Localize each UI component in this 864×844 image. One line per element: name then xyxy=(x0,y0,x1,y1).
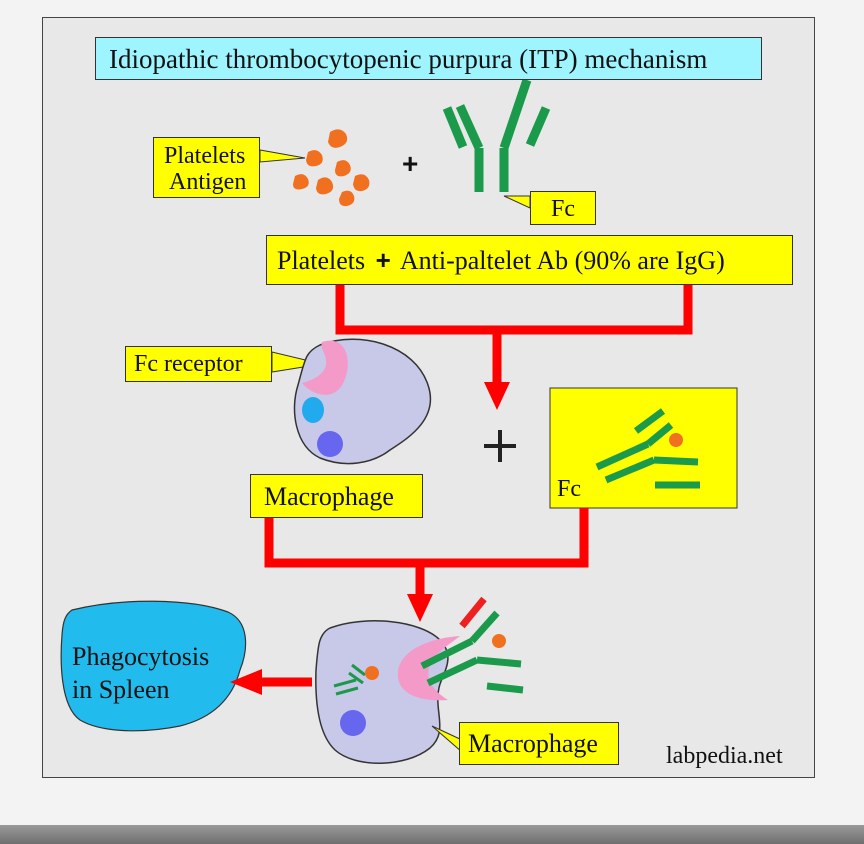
bound-antibody-icon xyxy=(420,610,524,694)
ingested-platelet xyxy=(365,666,379,680)
platelets-antigen-line-1: Platelets xyxy=(164,143,246,169)
page-title: Idiopathic thrombocytopenic purpura (ITP… xyxy=(109,44,708,74)
fc-receptor-label-text: Fc receptor xyxy=(134,351,243,377)
complex-plus-text: + xyxy=(375,245,391,275)
red-antibody-fragment xyxy=(459,596,487,629)
nucleus-bottom xyxy=(340,710,366,736)
arrow-head-down-2 xyxy=(407,594,433,622)
phagocytosis-label: Phagocytosis in Spleen xyxy=(72,640,209,706)
antibody-complex-icon-right xyxy=(595,408,700,489)
bottom-scrollbar-bar xyxy=(0,825,864,844)
macrophage-label-bottom-text: Macrophage xyxy=(468,729,598,758)
complex-antibody-text: Anti-paltelet Ab (90% are IgG) xyxy=(399,246,725,275)
phagocytosis-line-2: in Spleen xyxy=(72,675,170,704)
macrophage-label-bottom: Macrophage xyxy=(459,722,619,765)
connector-top xyxy=(335,285,693,385)
platelet-4 xyxy=(293,174,309,190)
complex-label-box: Platelets + Anti-paltelet Ab (90% are Ig… xyxy=(266,235,793,285)
complex-platelets-text: Platelets xyxy=(277,246,366,275)
platelets-callout-pointer xyxy=(259,149,306,163)
platelet-1 xyxy=(328,129,348,148)
fc-receptor-callout-pointer xyxy=(271,351,323,373)
arrow-head-left xyxy=(230,669,262,695)
fc-label-right: Fc xyxy=(557,476,581,502)
plus-icon-large xyxy=(484,430,516,462)
fc-receptor-bound-pink xyxy=(397,636,460,701)
spleen-shape xyxy=(60,600,247,732)
fc-top-callout-pointer xyxy=(503,195,531,209)
macrophage-label-top: Macrophage xyxy=(250,474,423,518)
platelets-antigen-line-2: Antigen xyxy=(169,169,247,195)
platelet-icon-right xyxy=(669,433,683,447)
platelet-2 xyxy=(306,150,323,167)
plus-sign-top: + xyxy=(402,148,419,179)
vacuole-cyan xyxy=(302,397,324,423)
platelet-7 xyxy=(339,190,355,207)
fc-label-top: Fc xyxy=(530,191,596,225)
platelet-5 xyxy=(316,177,334,195)
platelets-cluster xyxy=(293,129,370,207)
bound-platelet xyxy=(492,634,506,648)
macrophage-label-top-text: Macrophage xyxy=(264,482,394,511)
phagocytosis-line-1: Phagocytosis xyxy=(72,642,210,671)
fc-receptor-label: Fc receptor xyxy=(125,346,272,382)
antibody-icon-top xyxy=(442,78,551,192)
fc-receptor-pink xyxy=(302,340,348,395)
platelet-6 xyxy=(353,174,370,192)
platelets-antigen-box: Platelets Antigen xyxy=(153,137,260,198)
nucleus-top xyxy=(317,431,343,457)
connector-bottom xyxy=(264,508,589,598)
fc-label-top-text: Fc xyxy=(551,196,575,222)
platelet-3 xyxy=(335,160,351,177)
watermark: labpedia.net xyxy=(666,743,783,769)
title-box: Idiopathic thrombocytopenic purpura (ITP… xyxy=(95,37,762,80)
ingested-antibody-icon xyxy=(333,663,366,696)
arrow-head-down-1 xyxy=(484,382,510,410)
